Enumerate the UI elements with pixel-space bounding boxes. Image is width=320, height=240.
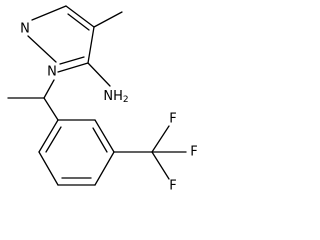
bond-c3-c4-double [67,13,90,31]
atom-label-n2: N [20,22,30,37]
bond-c3-c4 [65,5,95,28]
bond-ar-6-1 [38,119,59,153]
bond-n2-c3 [31,5,67,21]
bond-ar-5-6 [38,151,59,186]
atom-label-amine-main: NH [103,89,123,104]
bond-c5-amine [87,62,111,87]
atom-label-f-mid: F [190,145,197,160]
bond-n1-ch [43,79,55,99]
bond-ar-6-1-double [45,126,62,153]
bond-c4-c5 [87,26,95,64]
bond-ar-3-4 [94,151,115,186]
bond-c5-n1 [57,62,89,73]
atom-label-f-bottom: F [169,179,176,194]
bond-n1-n2 [27,35,57,63]
bond-cf3-f-bottom [151,151,170,180]
atom-label-f-top: F [169,112,176,127]
bond-ar-2-3-double [92,127,108,153]
atom-label-amine: NH2 [103,89,128,106]
atom-label-amine-subscript: 2 [123,95,129,105]
bond-c5-n1-double [59,56,85,65]
bond-ar-2-3 [94,119,115,153]
bond-c4-methyl [93,11,123,28]
atom-label-n1: N [47,65,57,80]
bond-ch-aryl [43,97,59,121]
bond-cf3-f-top [151,125,170,153]
chemical-structure-diagram: N N NH2 F F F [7,5,198,194]
